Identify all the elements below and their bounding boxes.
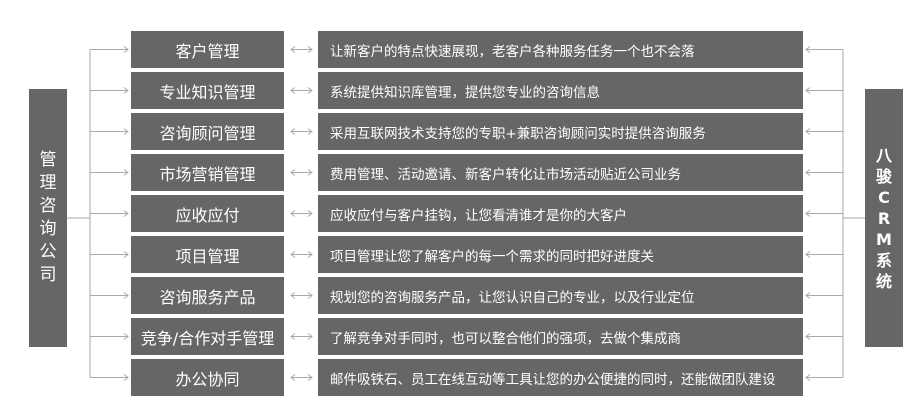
description-box: 让新客户的特点快速展现，老客户各种服务任务一个也不会落 <box>318 31 803 68</box>
link-arrowhead-left <box>290 333 296 340</box>
link-arrowhead-right <box>307 374 313 381</box>
link-arrowhead-left <box>290 210 296 217</box>
right-panel-label: 八骏CRM系统 <box>875 145 892 291</box>
left-panel-label: 管理咨询公司 <box>39 150 57 285</box>
link-arrowhead-right <box>307 333 313 340</box>
right-branch-arrowhead <box>805 251 811 258</box>
module-box: 竞争/合作对手管理 <box>131 318 284 355</box>
left-branch-arrowhead <box>123 46 129 53</box>
link-arrowhead-right <box>307 87 313 94</box>
right-branch-arrowhead <box>805 169 811 176</box>
link-arrowhead-left <box>290 169 296 176</box>
right-branch-arrowhead <box>805 374 811 381</box>
left-branch-arrowhead <box>123 292 129 299</box>
left-panel: 管理咨询公司 <box>29 89 67 347</box>
left-branch-arrowhead <box>123 128 129 135</box>
description-box: 规划您的咨询服务产品，让您认识自己的专业，以及行业定位 <box>318 277 803 314</box>
link-arrowhead-right <box>307 169 313 176</box>
description-box: 费用管理、活动邀请、新客户转化让市场活动贴近公司业务 <box>318 154 803 191</box>
description-box: 邮件吸铁石、员工在线互动等工具让您的办公便捷的同时，还能做团队建设 <box>318 359 803 396</box>
description-box: 项目管理让您了解客户的每一个需求的同时把好进度关 <box>318 236 803 273</box>
left-branch-arrowhead <box>123 87 129 94</box>
left-branch-arrowhead <box>123 374 129 381</box>
module-box: 办公协同 <box>131 359 284 396</box>
link-arrowhead-left <box>290 128 296 135</box>
link-arrowhead-left <box>290 374 296 381</box>
module-box: 项目管理 <box>131 236 284 273</box>
left-branch-arrowhead <box>123 169 129 176</box>
description-box: 采用互联网技术支持您的专职+兼职咨询顾问实时提供咨询服务 <box>318 113 803 150</box>
link-arrowhead-left <box>290 87 296 94</box>
description-box: 应收应付与客户挂钩，让您看清谁才是你的大客户 <box>318 195 803 232</box>
right-branch-arrowhead <box>805 46 811 53</box>
right-branch-arrowhead <box>805 333 811 340</box>
module-box: 咨询顾问管理 <box>131 113 284 150</box>
link-arrowhead-left <box>290 46 296 53</box>
link-arrowhead-right <box>307 210 313 217</box>
description-box: 了解竞争对手同时，也可以整合他们的强项，去做个集成商 <box>318 318 803 355</box>
left-branch-arrowhead <box>123 210 129 217</box>
right-branch-arrowhead <box>805 210 811 217</box>
module-box: 应收应付 <box>131 195 284 232</box>
module-box: 专业知识管理 <box>131 72 284 109</box>
left-branch-arrowhead <box>123 251 129 258</box>
right-branch-arrowhead <box>805 128 811 135</box>
link-arrowhead-right <box>307 128 313 135</box>
link-arrowhead-right <box>307 251 313 258</box>
right-panel: 八骏CRM系统 <box>865 89 903 347</box>
module-box: 市场营销管理 <box>131 154 284 191</box>
link-arrowhead-left <box>290 292 296 299</box>
link-arrowhead-left <box>290 251 296 258</box>
description-box: 系统提供知识库管理，提供您专业的咨询信息 <box>318 72 803 109</box>
link-arrowhead-right <box>307 46 313 53</box>
left-branch-arrowhead <box>123 333 129 340</box>
right-branch-arrowhead <box>805 292 811 299</box>
module-box: 咨询服务产品 <box>131 277 284 314</box>
link-arrowhead-right <box>307 292 313 299</box>
right-branch-arrowhead <box>805 87 811 94</box>
module-box: 客户管理 <box>131 31 284 68</box>
